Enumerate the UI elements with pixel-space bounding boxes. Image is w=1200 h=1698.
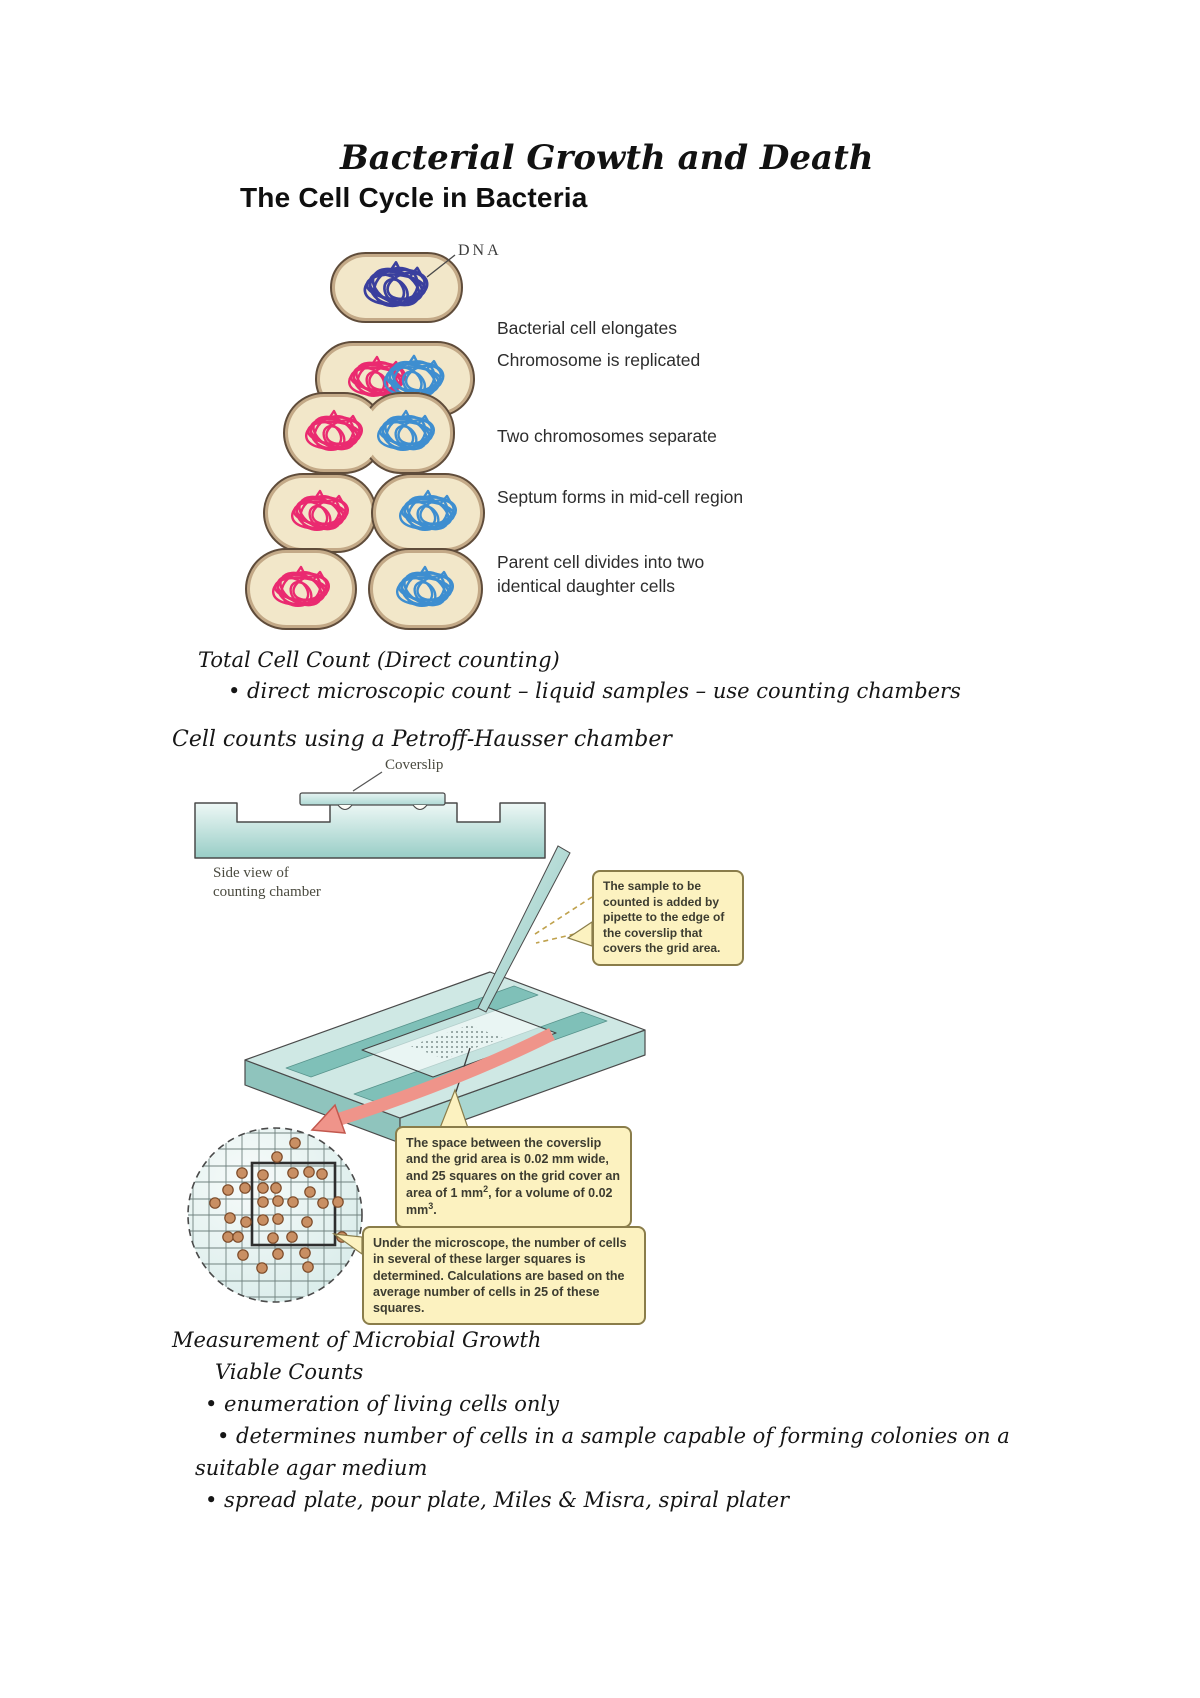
petroff-heading: Cell counts using a Petroff-Hausser cham… xyxy=(172,727,672,752)
label-divides-2: identical daughter cells xyxy=(497,576,676,596)
cell-cycle-diagram: .wd{fill:none;stroke:#5f4c3a;stroke-widt… xyxy=(245,252,485,630)
measurement-bullet-1: • enumeration of living cells only xyxy=(205,1392,560,1416)
measurement-heading: Measurement of Microbial Growth xyxy=(172,1328,542,1352)
measurement-bullet-3: • spread plate, pour plate, Miles & Misr… xyxy=(205,1488,790,1512)
side-view-label: Side view of counting chamber xyxy=(213,864,321,902)
side-view-label-line1: Side view of xyxy=(213,865,289,881)
page-title: Bacterial Growth and Death xyxy=(340,138,874,178)
bacterial-cell-stage5 xyxy=(245,548,483,630)
bacterial-cell-stage1 xyxy=(330,252,463,323)
dna-pointer-line xyxy=(426,254,456,278)
bacterial-cell-stage4 xyxy=(263,473,485,553)
label-replicated: Chromosome is replicated xyxy=(497,350,701,370)
bacterial-cell-stage3 xyxy=(283,392,455,474)
total-count-heading: Total Cell Count (Direct counting) xyxy=(198,648,560,672)
label-separate: Two chromosomes separate xyxy=(497,426,717,446)
coverslip-label: Coverslip xyxy=(385,757,444,773)
cell-dots xyxy=(209,1137,348,1274)
side-view-coverslip xyxy=(299,792,446,806)
grid-area xyxy=(410,1025,503,1059)
callout-space: The space between the coverslip and the … xyxy=(395,1126,632,1228)
coverslip-pointer-line xyxy=(352,771,383,792)
measurement-bullet-2: • determines number of cells in a sample… xyxy=(217,1424,1010,1448)
callout-sample: The sample to be counted is added by pip… xyxy=(592,870,744,966)
label-divides-1: Parent cell divides into two xyxy=(497,552,705,572)
petroff-hausser-diagram xyxy=(187,771,646,1303)
callout-microscope: Under the microscope, the number of cell… xyxy=(362,1226,646,1326)
chamber-3d xyxy=(244,971,646,1144)
side-view-chamber xyxy=(194,792,546,859)
magnify-arrow xyxy=(310,1028,555,1134)
measurement-bullet-2-cont: suitable agar medium xyxy=(195,1456,428,1480)
label-elongates: Bacterial cell elongates xyxy=(497,318,677,338)
total-count-bullet: • direct microscopic count – liquid samp… xyxy=(228,679,961,703)
side-view-label-line2: counting chamber xyxy=(213,883,321,900)
label-septum: Septum forms in mid-cell region xyxy=(497,487,744,507)
section-heading-cell-cycle: The Cell Cycle in Bacteria xyxy=(240,182,588,213)
callout-space-text: The space between the coverslip and the … xyxy=(406,1136,620,1200)
measurement-subheading: Viable Counts xyxy=(215,1360,364,1384)
dna-label: DNA xyxy=(458,242,502,259)
pipette xyxy=(477,845,571,1013)
magnified-grid-circle xyxy=(187,1127,363,1303)
